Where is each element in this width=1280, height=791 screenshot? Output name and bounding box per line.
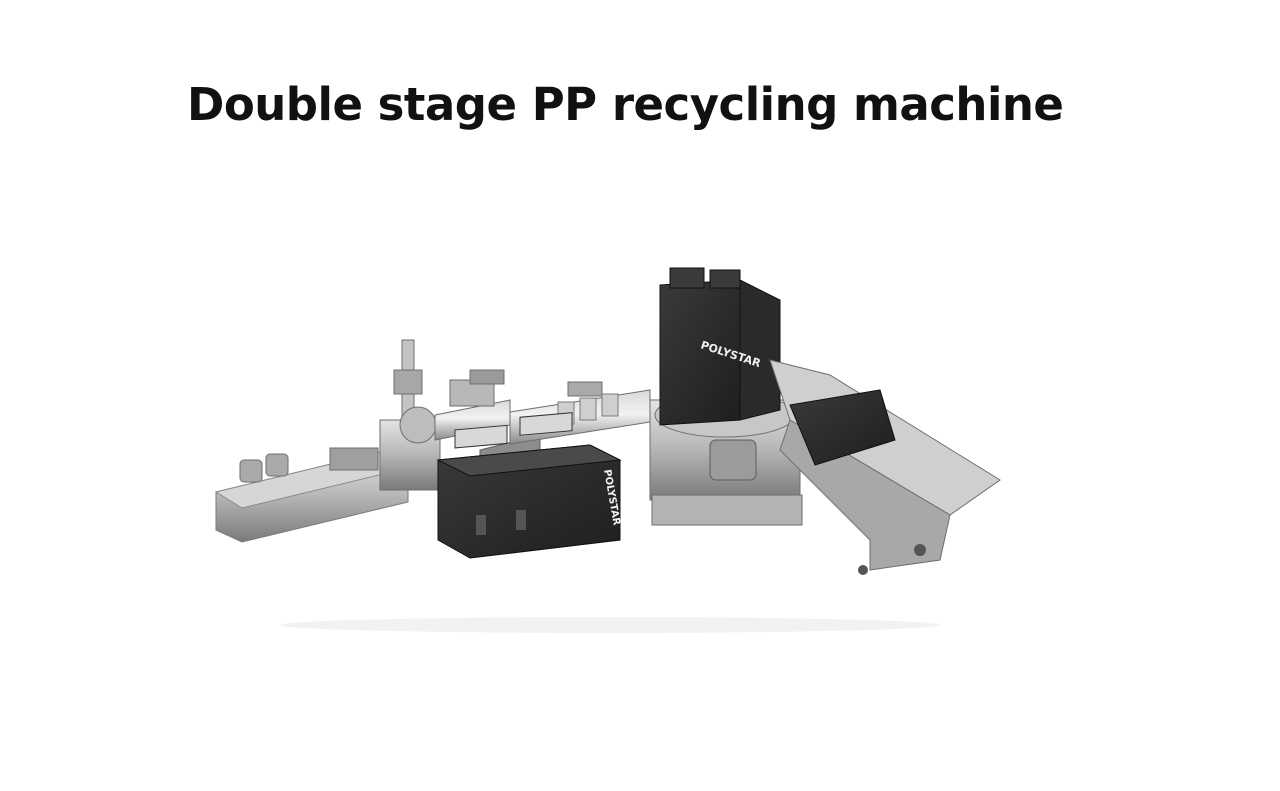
page-title: Double stage PP recycling machine — [187, 78, 1064, 131]
hopper-housing: POLYSTAR — [659, 267, 781, 426]
screen-changer — [379, 339, 441, 491]
recycling-machine-illustration: POLYSTAR POLYSTAR — [214, 267, 1001, 633]
conveyor-belt — [769, 359, 1001, 575]
water-tank — [214, 447, 410, 543]
control-cabinet: POLYSTAR — [436, 412, 622, 559]
